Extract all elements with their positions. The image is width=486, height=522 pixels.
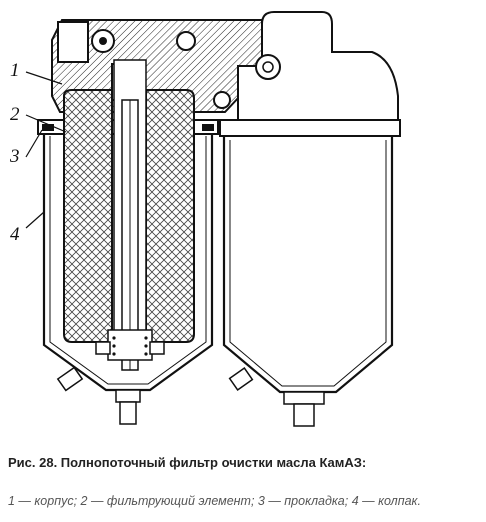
filter-element bbox=[63, 89, 195, 343]
callout-2: 2 bbox=[10, 104, 20, 125]
oil-filter-drawing: 1 2 3 4 bbox=[9, 11, 401, 427]
figure-caption: Рис. 28. Полнопоточный фильтр очистки ма… bbox=[8, 455, 367, 470]
callout-4: 4 bbox=[10, 224, 20, 245]
callout-1: 1 bbox=[10, 60, 20, 81]
center-rod bbox=[95, 59, 165, 371]
figure-legend: 1 — корпус; 2 — фильтрующий элемент; 3 —… bbox=[8, 494, 421, 508]
callout-3: 3 bbox=[9, 146, 20, 167]
callout-leaders bbox=[25, 71, 67, 229]
filter-cap-right bbox=[219, 11, 401, 427]
